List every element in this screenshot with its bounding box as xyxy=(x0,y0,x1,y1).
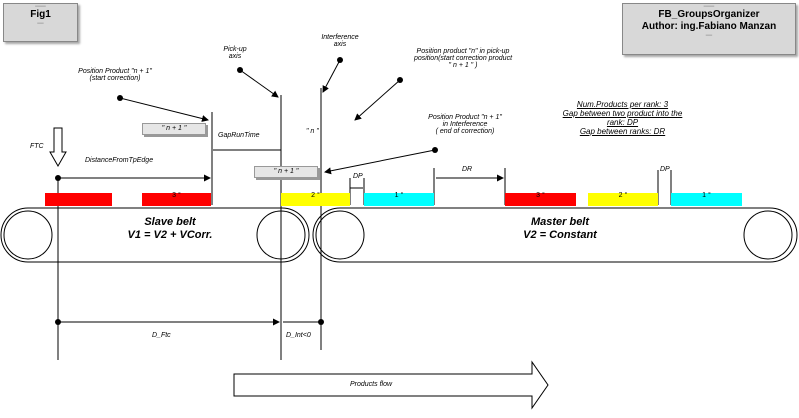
slave-left-roller xyxy=(3,210,53,260)
master-left-roller xyxy=(315,210,365,260)
products-flow-label: Products flow xyxy=(350,381,393,388)
products-flow-arrow xyxy=(233,360,549,410)
info-gap-line2: rank: DP xyxy=(606,118,639,127)
info-num-products: Num.Products per rank: 3 xyxy=(576,100,669,109)
slave-belt-outline xyxy=(0,207,310,263)
info-block: Num.Products per rank: 3 Gap between two… xyxy=(545,100,700,136)
master-belt-label: Master belt V2 = Constant xyxy=(523,216,597,241)
master-right-roller xyxy=(743,210,793,260)
pos-start-label: Position Product "n + 1" (start correcti… xyxy=(78,68,152,82)
product-1: 3 ° xyxy=(142,192,211,206)
n-plus-1-tag-b: " n + 1 " xyxy=(254,166,318,178)
interference-label: Interference axis xyxy=(321,34,359,48)
header-author: Author: ing.Fabiano Manzan xyxy=(641,21,777,32)
ftc-label: FTC xyxy=(30,143,44,150)
dp-label-1: DP xyxy=(353,173,363,180)
dp-label-2: DP xyxy=(660,166,670,173)
product-2: 2 ° xyxy=(281,192,350,206)
pos-n-label: Position product "n" in pick-up position… xyxy=(413,48,513,69)
fig-box: ═════ Fig1 ═══ xyxy=(3,3,78,42)
distance-label: DistanceFromTpEdge xyxy=(85,157,154,164)
product-6: 1 ° xyxy=(671,192,742,206)
master-belt-outline xyxy=(312,207,798,263)
header-title: FB_GroupsOrganizer xyxy=(658,9,760,20)
d-int-label: D_Int<0 xyxy=(286,332,311,339)
ftc-arrow xyxy=(49,127,67,168)
fig-title: Fig1 xyxy=(30,9,51,20)
product-0 xyxy=(45,193,112,206)
header-box: ═════ FB_GroupsOrganizer Author: ing.Fab… xyxy=(622,3,796,55)
info-gap-ranks: Gap between ranks: DR xyxy=(579,127,666,136)
product-3: 1 ° xyxy=(364,192,434,206)
d-ftc-label: D_Ftc xyxy=(152,332,171,339)
product-4: 3 ° xyxy=(505,192,576,206)
pos-interference-label: Position Product "n + 1" in Interference… xyxy=(428,114,502,135)
dr-label: DR xyxy=(462,166,473,173)
pickup-label: Pick-up axis xyxy=(223,46,247,60)
product-5: 2 ° xyxy=(588,192,658,206)
info-gap-line1: Gap between two product into the xyxy=(562,109,683,118)
n-tag: " n " xyxy=(306,128,319,135)
gap-run-time-label: GapRunTime xyxy=(218,132,260,139)
slave-belt-label: Slave belt V1 = V2 + VCorr. xyxy=(127,216,213,241)
n-plus-1-tag-a: " n + 1 " xyxy=(142,123,206,135)
